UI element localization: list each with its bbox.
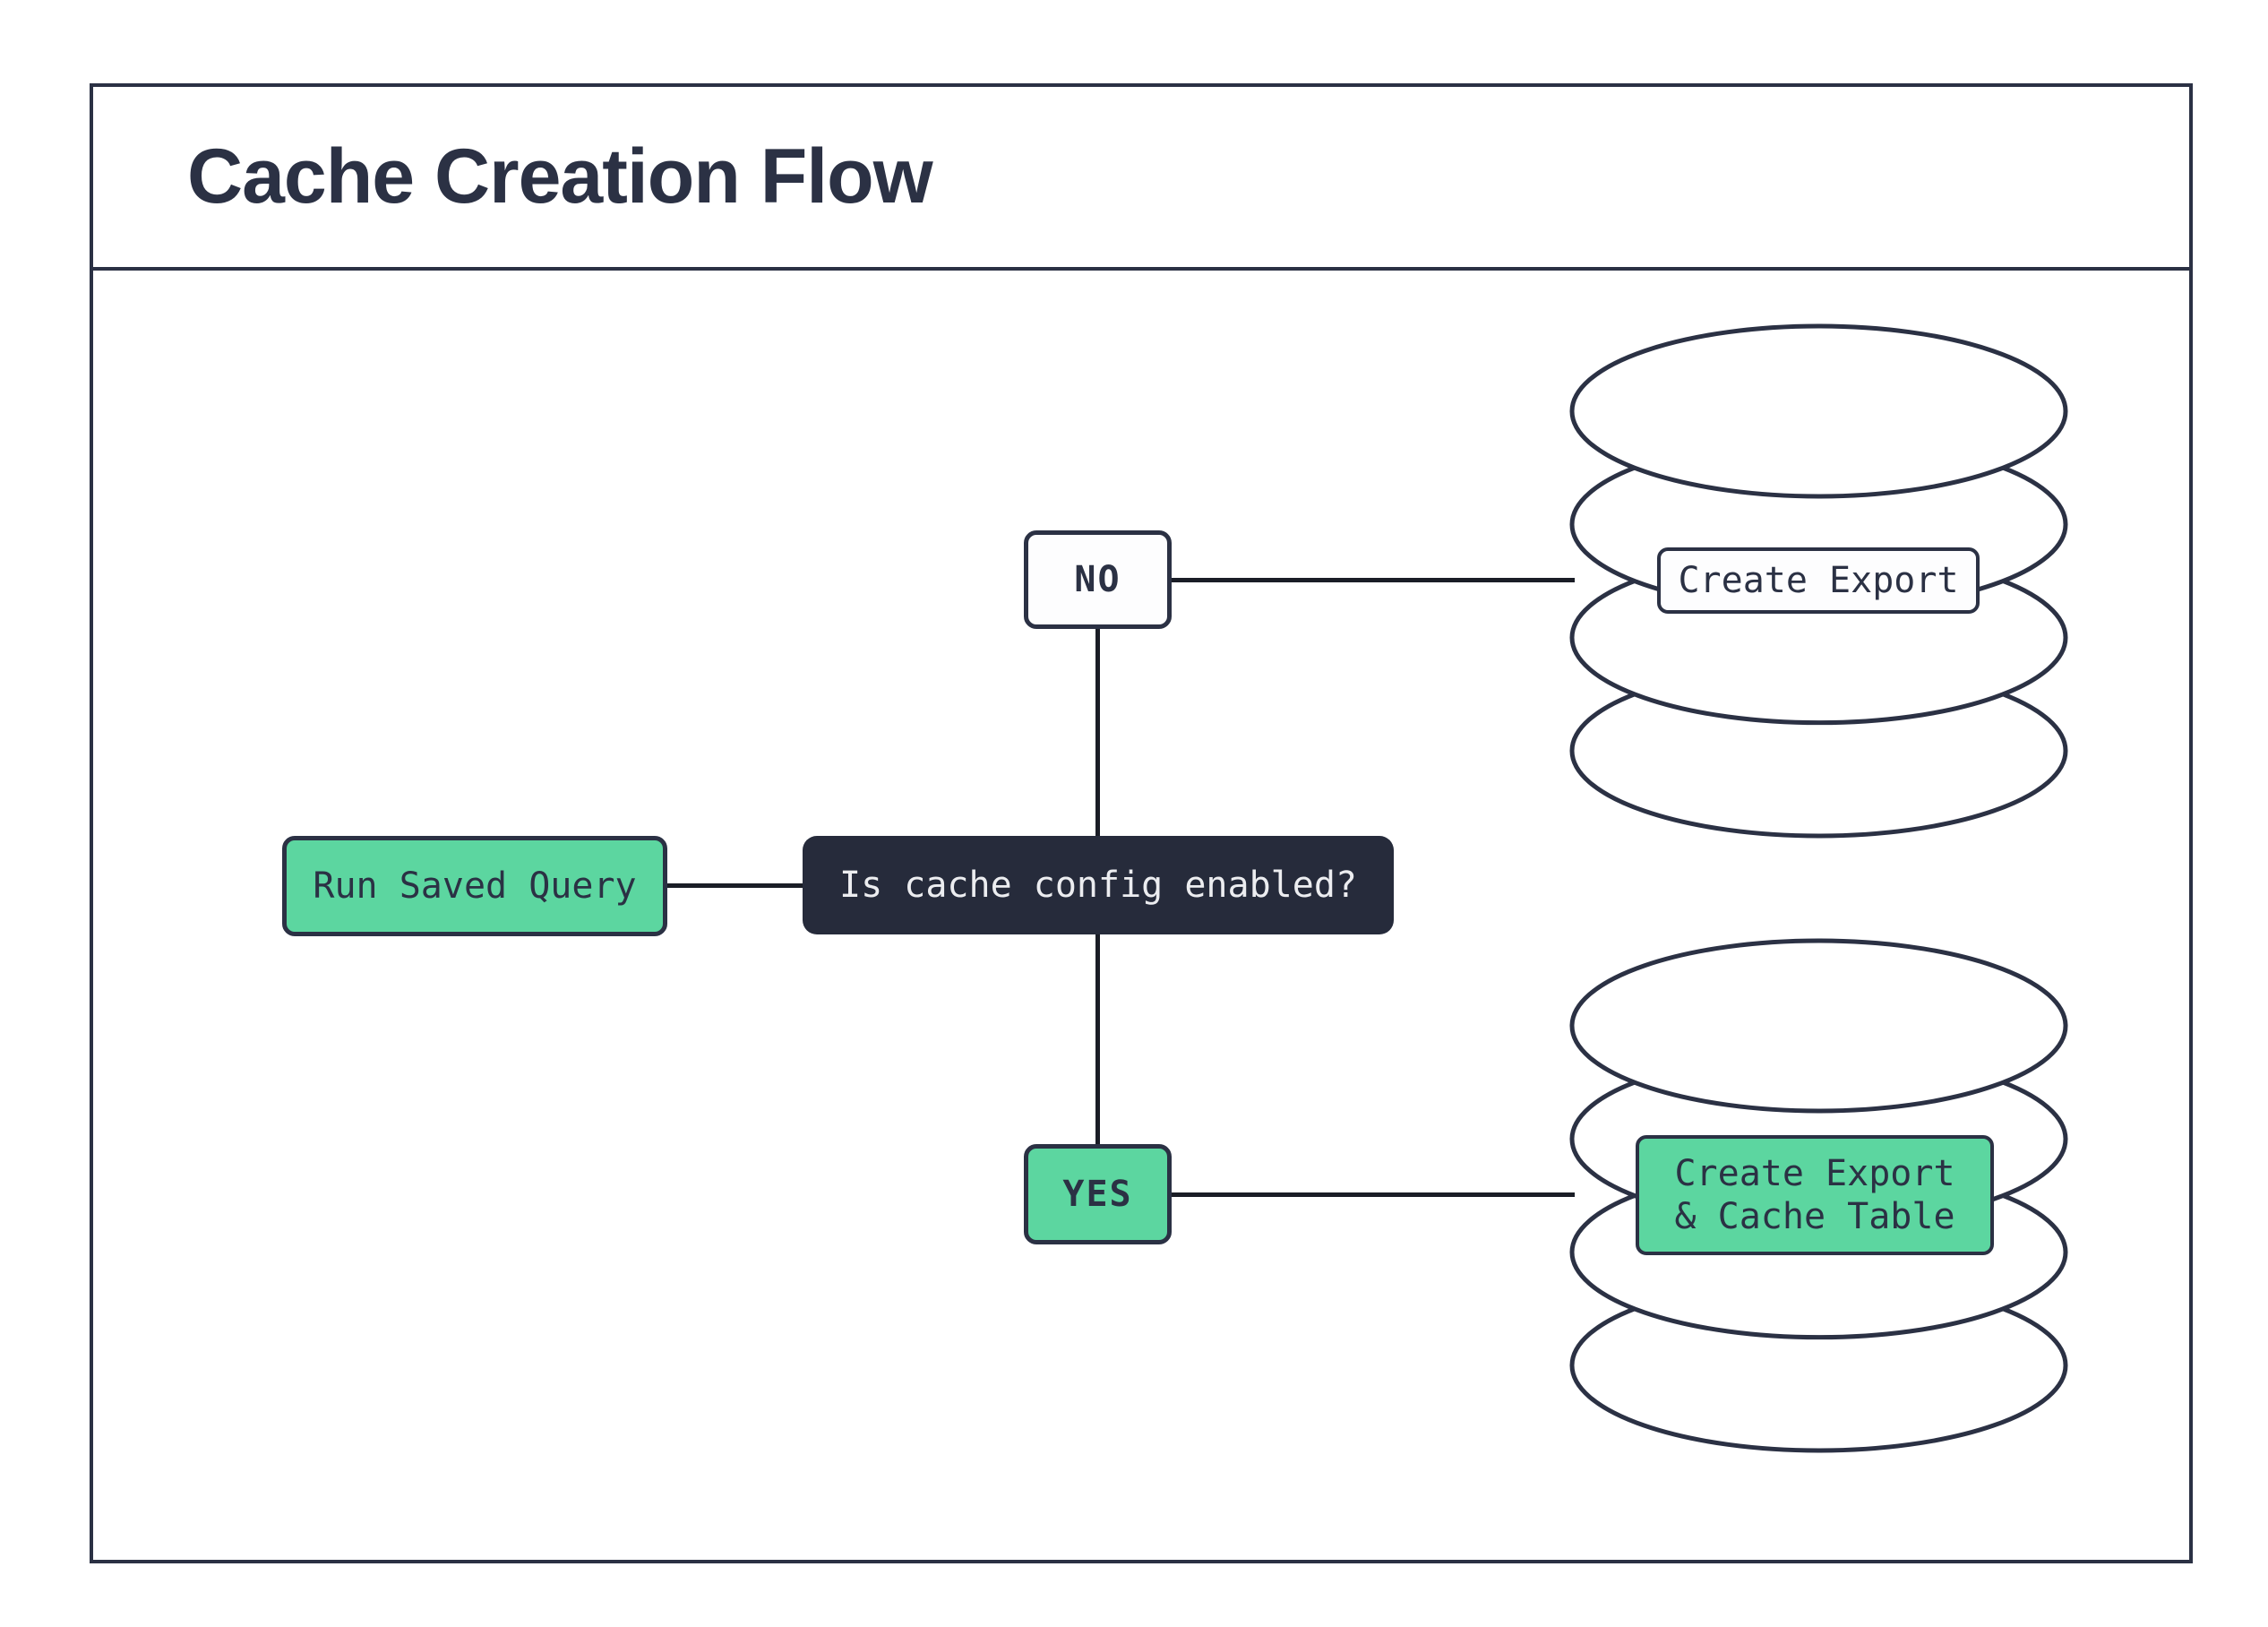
diagram-header: Cache Creation Flow (93, 87, 2189, 271)
decision-node-cache-config: Is cache config enabled? (803, 836, 1394, 934)
connector-decision-to-no (1095, 629, 1100, 836)
page-title: Cache Creation Flow (187, 133, 933, 220)
outcome-create-export-cache-table-label: Create Export & Cache Table (1636, 1135, 1994, 1255)
start-node-label: Run Saved Query (313, 865, 637, 907)
branch-no-label: NO (1074, 559, 1121, 600)
connector-decision-to-yes (1095, 934, 1100, 1144)
create-export-cache-line1: Create Export (1674, 1153, 1955, 1194)
decision-node-label: Is cache config enabled? (839, 865, 1357, 906)
branch-yes-label: YES (1062, 1174, 1133, 1215)
branch-yes-node: YES (1024, 1144, 1172, 1244)
create-export-text: Create Export (1678, 560, 1959, 601)
connector-start-to-decision (667, 883, 803, 888)
connector-no-to-database (1172, 578, 1575, 582)
branch-no-node: NO (1024, 530, 1172, 629)
diagram-frame: Cache Creation Flow (90, 83, 2193, 1563)
create-export-cache-line2: & Cache Table (1674, 1196, 1955, 1237)
connector-yes-to-database (1172, 1192, 1575, 1197)
start-node-run-saved-query: Run Saved Query (282, 836, 667, 936)
outcome-create-export-label: Create Export (1657, 547, 1980, 614)
